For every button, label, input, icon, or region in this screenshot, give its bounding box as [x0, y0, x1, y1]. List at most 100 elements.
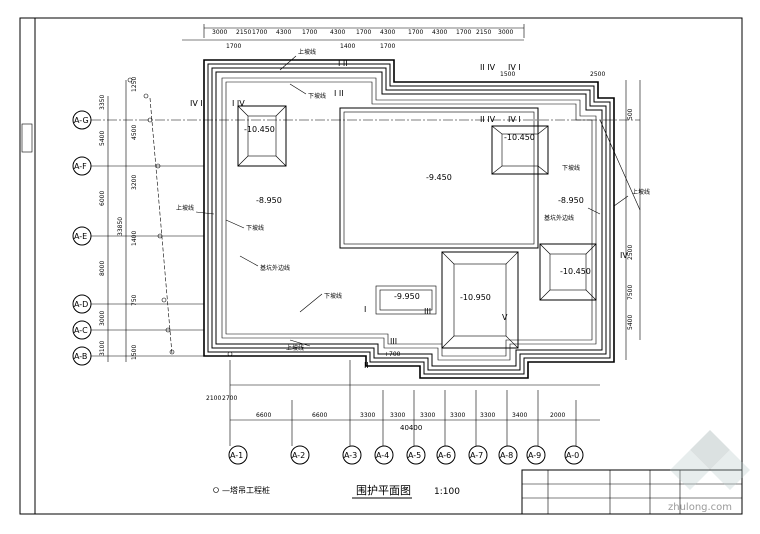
row-axis-G: A-G [72, 110, 640, 130]
row-axis-D: A-D [72, 294, 204, 314]
row-axis-label-F: A-F [74, 162, 87, 171]
small-pit-lower-left-inner [379, 289, 433, 311]
left-dim-3: 6000 [99, 191, 106, 206]
bottom-small-dim-1: 2100 [206, 395, 221, 402]
row-axis-label-B: A-B [74, 352, 87, 361]
section-mark-mid-1: II IV [480, 115, 496, 124]
bottom-dim-9: 2000 [550, 412, 565, 419]
drawing-title: 围护平面图 [356, 483, 411, 497]
elev-plus: +700 [384, 351, 401, 358]
col-axis-8: A-8 [498, 445, 518, 465]
elev-center: -9.450 [426, 173, 452, 182]
section-mark-top-2: I II [334, 89, 344, 98]
col-axis-1: A-1 [228, 445, 248, 465]
section-mark-left-2: I IV [232, 99, 245, 108]
right-dim-2: 2500 [627, 245, 634, 260]
row-axis-label-D: A-D [74, 300, 88, 309]
label-lower-slope-top: 下坡线 [308, 92, 326, 100]
small-pit-lower-left [375, 285, 437, 315]
leader-lines [195, 55, 629, 347]
pit-outline [203, 59, 615, 379]
col-axis-2: A-2 [290, 445, 310, 465]
sump-pit-bottom [441, 251, 519, 349]
row-axis-label-E: A-E [74, 232, 87, 241]
label-upper-slope-right: 上坡线 [632, 188, 650, 196]
pile-line-right [599, 119, 641, 211]
col-axis-label-8: A-8 [500, 451, 513, 460]
top-dimension-chain [182, 24, 525, 41]
title-block [521, 469, 743, 515]
col-axis-9: A-9 [526, 445, 546, 465]
col-axis-label-4: A-4 [376, 451, 389, 460]
top-dim-row2-2: 1400 [340, 43, 355, 50]
elev-sump-left: -10.450 [244, 125, 275, 134]
bottom-small-dim-2: 2700 [222, 395, 237, 402]
bottom-dim-7: 3300 [480, 412, 495, 419]
elev-left-zone: -8.950 [256, 196, 282, 205]
section-mark-bl-5: II [364, 361, 369, 370]
row-axis-label-C: A-C [74, 326, 88, 335]
label-upper-slope-bottom: 上坡线 [286, 344, 304, 352]
top-dim-12: 2150 [476, 29, 491, 36]
top-dim-5: 1700 [302, 29, 317, 36]
legend-pile-symbol [213, 487, 219, 493]
right-dim-1: 500 [627, 108, 634, 120]
section-mark-bl-4: III [390, 337, 397, 346]
top-dim-4: 4300 [276, 29, 291, 36]
right-dim-3: 7500 [627, 285, 634, 300]
top-dim-9: 1700 [408, 29, 423, 36]
left-dim-4: 8000 [99, 261, 106, 276]
legend-label: —塔吊工程桩 [222, 485, 270, 495]
elev-sump-top-right: -10.450 [504, 133, 535, 142]
top-dim-2: 2150 [236, 29, 251, 36]
top-dim-10: 4300 [432, 29, 447, 36]
section-mark-right-1: IV [620, 251, 628, 260]
left-dim-1: 3350 [99, 95, 106, 110]
sump-pit-top-right [491, 125, 549, 175]
right-dim-5: 2500 [590, 71, 605, 78]
watermark-logo [670, 430, 750, 490]
top-dim-13: 3000 [498, 29, 513, 36]
col-axis-label-9: A-9 [528, 451, 541, 460]
section-mark-bl-1: I [364, 305, 366, 314]
elev-sump-bottom: -10.950 [460, 293, 491, 302]
section-mark-mid-2: IV I [508, 115, 521, 124]
top-dim-11: 1700 [456, 29, 471, 36]
top-dim-1: 3000 [212, 29, 227, 36]
col-axis-label-7: A-7 [470, 451, 483, 460]
col-axis-label-5: A-5 [408, 451, 421, 460]
left-inner-dim-3: 3200 [131, 175, 138, 190]
col-axis-label-3: A-3 [344, 451, 357, 460]
bottom-dim-2: 6600 [312, 412, 327, 419]
label-lower-slope-bottom: 下坡线 [324, 292, 342, 300]
bottom-dim-3: 3300 [360, 412, 375, 419]
right-dim-6: 1500 [500, 71, 515, 78]
bottom-dim-5: 3300 [420, 412, 435, 419]
col-axes [229, 360, 600, 446]
section-mark-top-3: II IV [480, 63, 496, 72]
top-dim-row2-1: 1700 [226, 43, 241, 50]
section-mark-bl-2: III [424, 307, 431, 316]
col-axis-label-2: A-2 [292, 451, 305, 460]
sheet-outer-border [19, 17, 743, 515]
label-well-line-right: 基坑外边线 [544, 214, 574, 222]
col-axis-label-6: A-6 [438, 451, 451, 460]
row-axis-F: A-F [72, 156, 204, 176]
col-axis-label-0: A-0 [566, 451, 579, 460]
right-dim-4: 5400 [627, 315, 634, 330]
bottom-dim-1: 6600 [256, 412, 271, 419]
section-mark-top-1: I II [338, 59, 348, 68]
watermark-text: zhulong.com [668, 502, 732, 513]
section-mark-left-1: IV I [190, 99, 203, 108]
elev-small-pit: -9.950 [394, 292, 420, 301]
col-axis-6: A-6 [436, 445, 456, 465]
col-axis-label-1: A-1 [230, 451, 243, 460]
label-upper-slope-top: 上坡线 [298, 48, 316, 56]
left-dimension-chain [107, 80, 127, 362]
left-inner-dim-4: 33850 [117, 217, 124, 236]
col-axis-3: A-3 [342, 445, 362, 465]
col-axis-0: A-0 [564, 445, 584, 465]
row-axis-E: A-E [72, 226, 204, 246]
left-inner-dim-6: 750 [131, 294, 138, 306]
